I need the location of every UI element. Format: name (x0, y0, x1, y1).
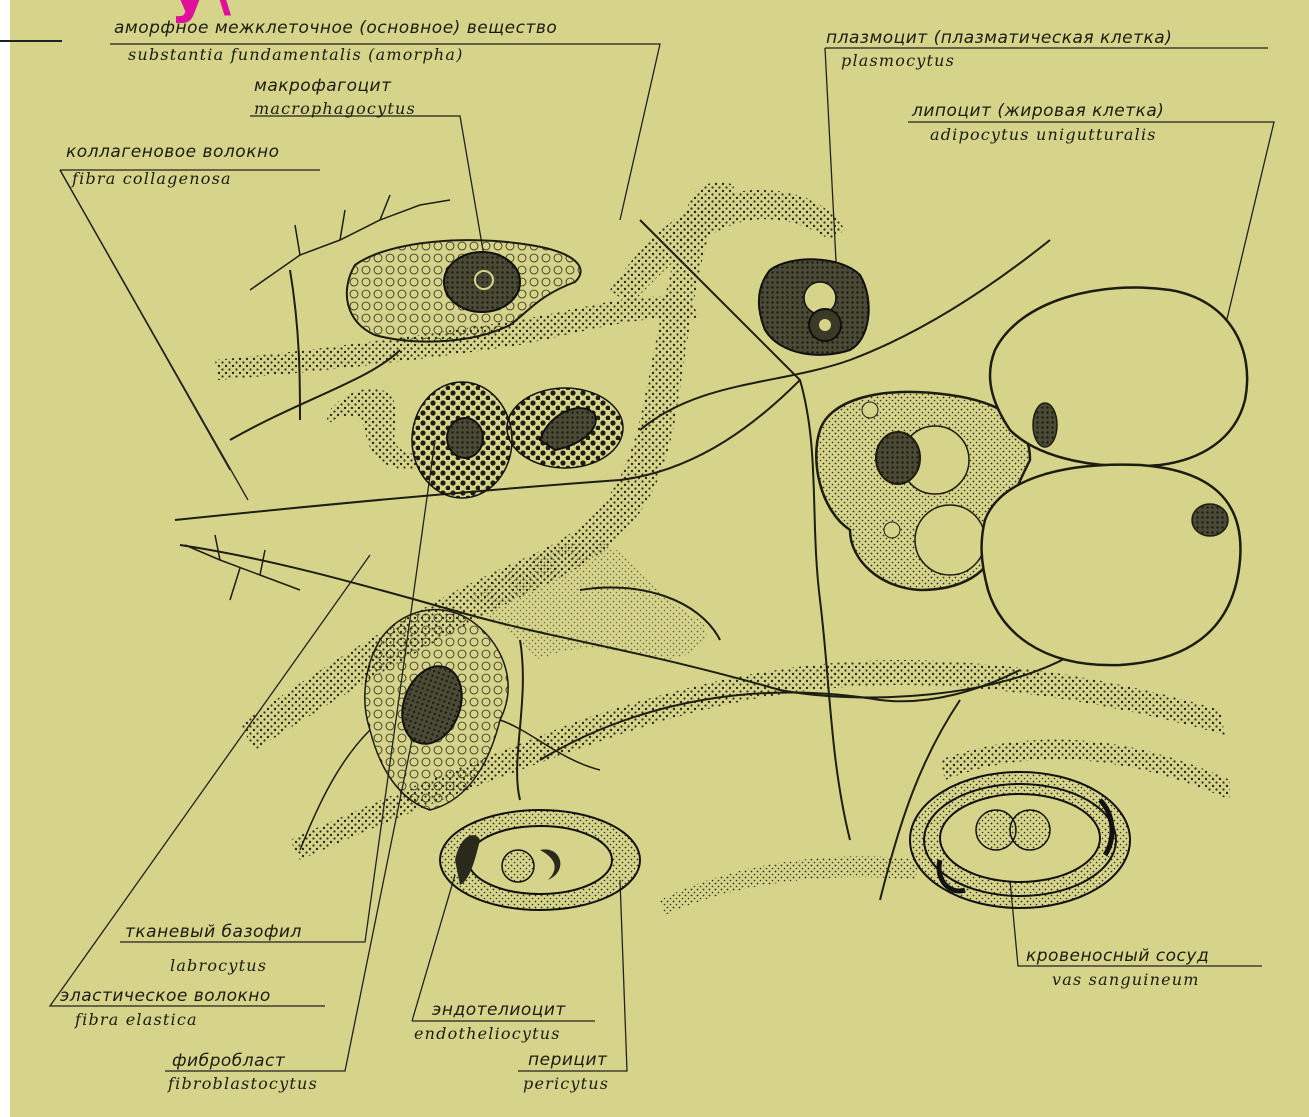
label-lipocyte-la: adipocytus unigutturalis (930, 127, 1157, 143)
blood-vessel (910, 772, 1130, 908)
label-amorphous-la: substantia fundamentalis (amorpha) (128, 47, 464, 63)
label-elastic-la: fibra elastica (75, 1012, 198, 1028)
ground-substance (470, 540, 706, 660)
label-elastic-ru: эластическое волокно (60, 988, 271, 1005)
plasmocyte-cell (759, 259, 869, 355)
leader-amorphous (110, 44, 660, 220)
leader-collagen-3 (60, 170, 248, 500)
macrophage-nucleus (444, 252, 520, 312)
label-endothelio-la: endotheliocytus (414, 1026, 561, 1042)
adipocyte-nucleus (876, 432, 920, 484)
adipocyte-unilocular-bottom (982, 465, 1241, 665)
label-pericyte-la: pericytus (523, 1076, 609, 1092)
capillary (440, 810, 640, 910)
tissue-basophils (412, 382, 623, 498)
adipocyte-unilocular-top (990, 288, 1247, 467)
label-plasmocyte-ru: плазмоцит (плазматическая клетка) (826, 30, 1172, 47)
label-macrophage-ru: макрофагоцит (254, 78, 392, 95)
label-macrophage-la: macrophagocytus (254, 101, 416, 117)
label-vessel-ru: кровеносный сосуд (1026, 948, 1209, 965)
label-lipocyte-ru: липоцит (жировая клетка) (912, 103, 1164, 120)
collagen-fibre-basal (660, 856, 920, 915)
label-basophil-ru: тканевый базофил (125, 924, 302, 941)
label-plasmocyte-la: plasmocytus (841, 53, 955, 69)
label-amorphous-ru: аморфное межклеточное (основное) веществ… (114, 20, 557, 37)
collagen-fibre-loop (325, 389, 420, 470)
leader-fibroblast (165, 740, 412, 1071)
label-pericyte-ru: перицит (528, 1052, 607, 1069)
label-fibroblast-ru: фибробласт (172, 1053, 285, 1070)
label-fibroblast-la: fibroblastocytus (168, 1076, 318, 1092)
adipocytes (816, 288, 1247, 666)
label-vessel-la: vas sanguineum (1052, 972, 1200, 988)
label-collagen-la: fibra collagenosa (72, 171, 232, 187)
label-collagen-ru: коллагеновое волокно (66, 144, 279, 161)
label-endothelio-ru: эндотелиоцит (432, 1002, 566, 1019)
label-basophil-la: labrocytus (170, 958, 267, 974)
